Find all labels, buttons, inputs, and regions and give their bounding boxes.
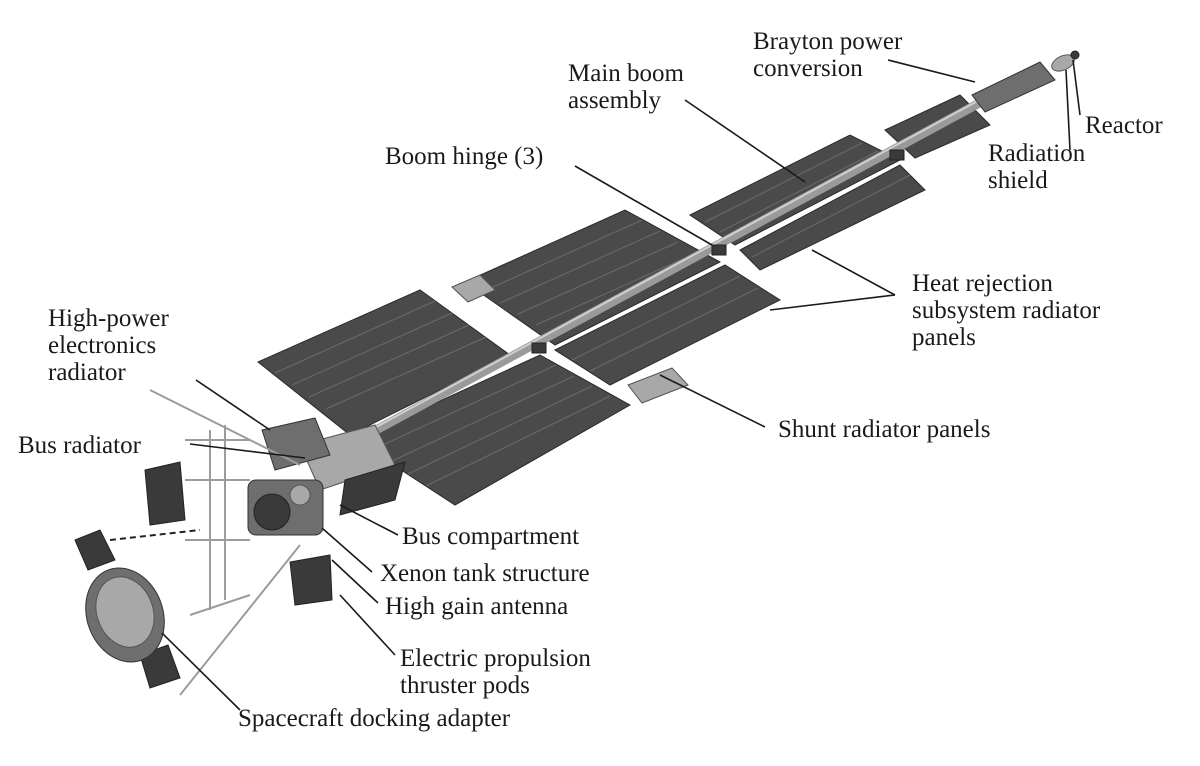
label-hp-line3: radiator bbox=[48, 359, 126, 386]
label-main-boom-assembly: Main boom assembly bbox=[568, 60, 684, 114]
label-heat-line1: Heat rejection bbox=[912, 270, 1053, 297]
shunt-radiator-panels bbox=[451, 274, 689, 404]
label-docking-adapter: Spacecraft docking adapter bbox=[238, 705, 511, 732]
label-heat-line2: subsystem radiator bbox=[912, 297, 1101, 324]
label-brayton-line1: Brayton power bbox=[753, 28, 903, 55]
leader-lines bbox=[161, 59, 1081, 711]
label-heat-rejection: Heat rejection subsystem radiator panels bbox=[912, 270, 1100, 351]
label-shunt-radiator: Shunt radiator panels bbox=[778, 416, 991, 443]
label-main-boom-line1: Main boom bbox=[568, 60, 684, 87]
label-hp-line2: electronics bbox=[48, 332, 157, 359]
radiator-panel-group-1 bbox=[257, 289, 632, 506]
label-ep-line2: thruster pods bbox=[400, 672, 530, 699]
bus-compartment-structure bbox=[247, 417, 406, 536]
label-xenon-tank: Xenon tank structure bbox=[380, 560, 590, 587]
label-radiation-line1: Radiation bbox=[988, 140, 1086, 167]
label-bus-radiator: Bus radiator bbox=[18, 432, 141, 459]
label-radiation-shield: Radiation shield bbox=[988, 140, 1085, 194]
bus-truss bbox=[149, 389, 301, 696]
label-main-boom-line2: assembly bbox=[568, 87, 662, 114]
label-boom-hinge: Boom hinge (3) bbox=[385, 143, 544, 170]
label-bus-compartment: Bus compartment bbox=[402, 523, 580, 550]
label-brayton-power-conversion: Brayton power conversion bbox=[753, 28, 902, 82]
radiator-panel-group-2 bbox=[463, 209, 782, 386]
label-ep-line1: Electric propulsion bbox=[400, 645, 591, 672]
boom-hinges bbox=[531, 149, 905, 354]
label-reactor: Reactor bbox=[1085, 112, 1163, 139]
label-heat-line3: panels bbox=[912, 324, 976, 351]
label-hp-line1: High-power bbox=[48, 305, 169, 332]
brayton-reactor-assembly bbox=[971, 50, 1080, 113]
main-boom bbox=[325, 95, 990, 460]
label-radiation-line2: shield bbox=[988, 167, 1048, 194]
antenna-boom bbox=[109, 529, 201, 541]
label-brayton-line2: conversion bbox=[753, 55, 863, 82]
label-electric-propulsion: Electric propulsion thruster pods bbox=[400, 645, 591, 699]
label-high-gain-antenna: High gain antenna bbox=[385, 593, 569, 620]
thruster-pods bbox=[74, 461, 333, 689]
docking-adapter bbox=[85, 567, 165, 663]
label-high-power-electronics: High-power electronics radiator bbox=[48, 305, 169, 386]
